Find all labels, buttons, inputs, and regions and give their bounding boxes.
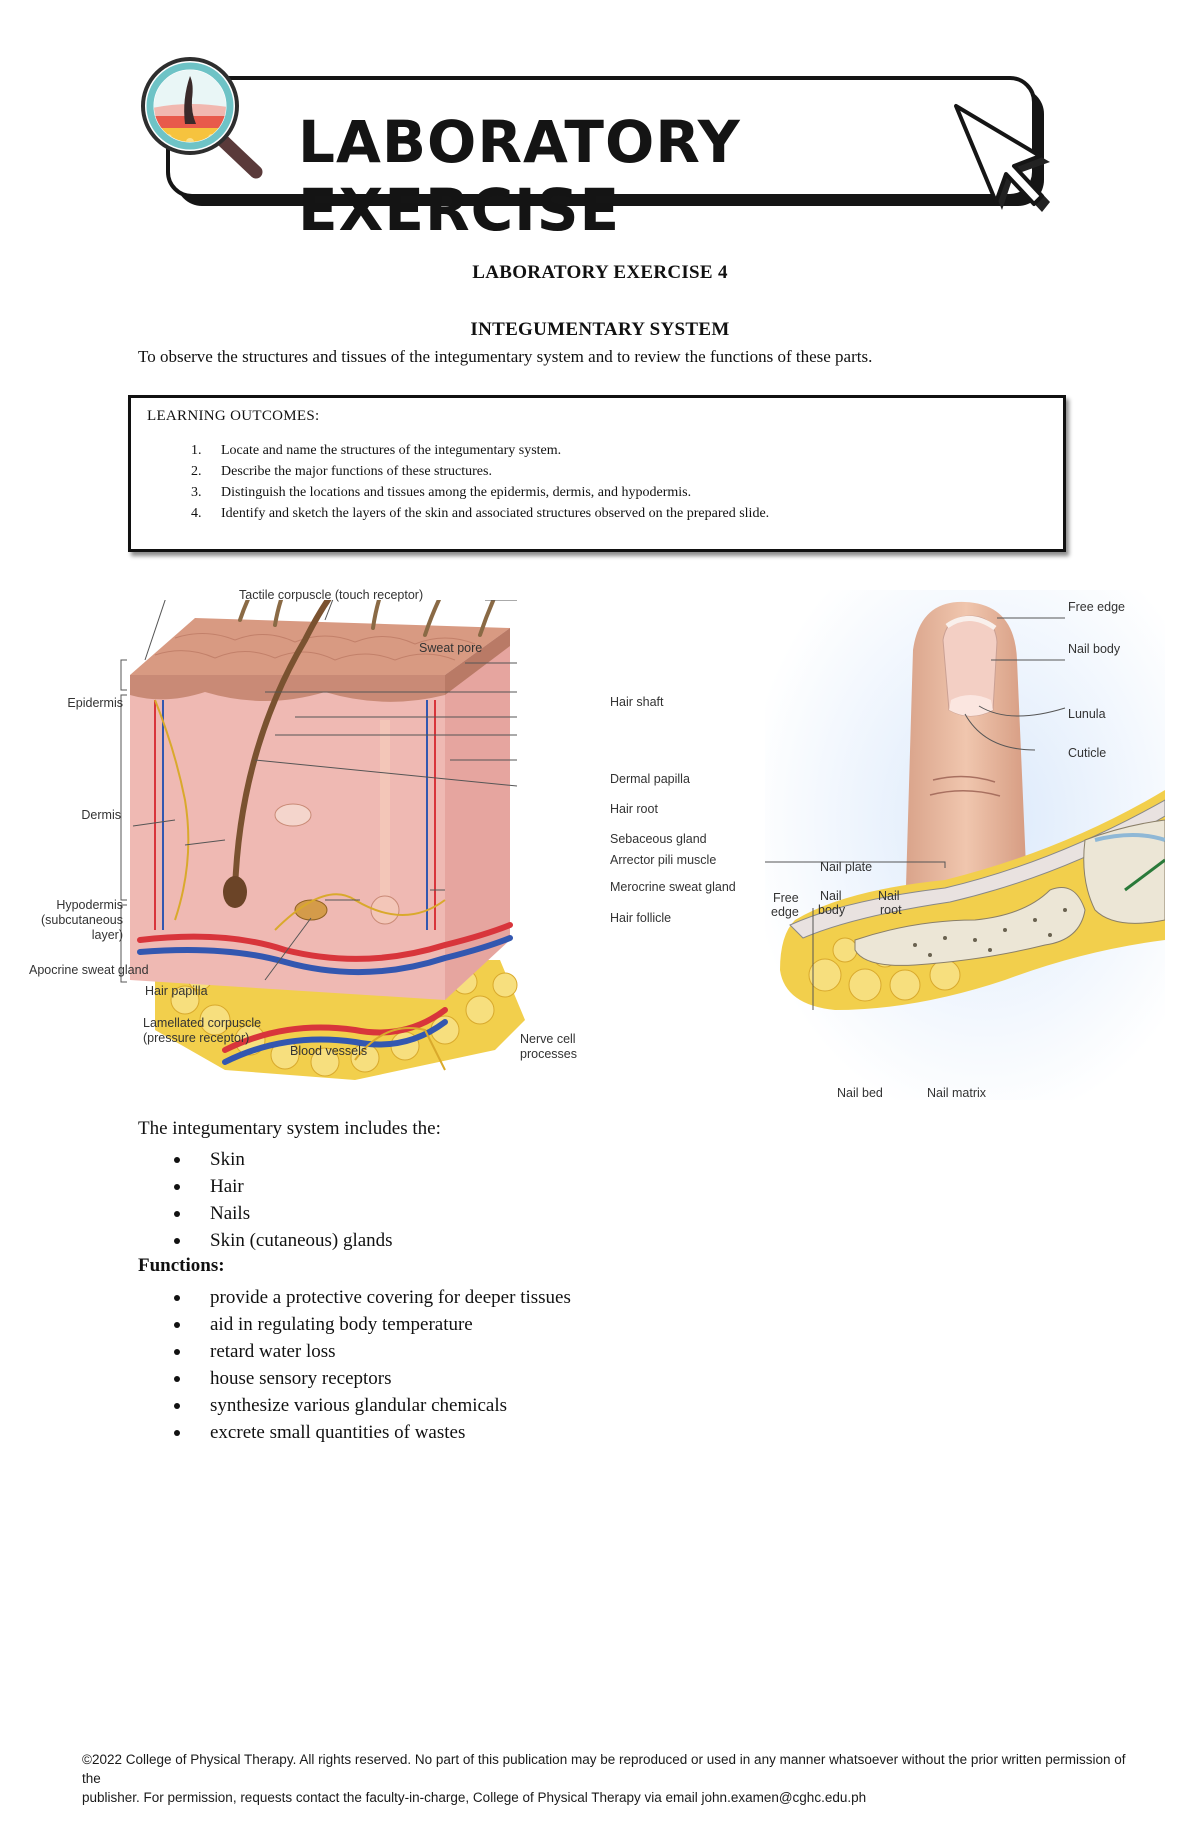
label-nail-body-section: Nail [820, 889, 842, 903]
includes-list: Skin Hair Nails Skin (cutaneous) glands [170, 1146, 393, 1254]
list-item: 4. Identify and sketch the layers of the … [151, 503, 769, 524]
label-nail-root-2: root [880, 903, 902, 917]
copyright-footer: ©2022 College of Physical Therapy. All r… [82, 1750, 1142, 1807]
learning-outcomes-box: LEARNING OUTCOMES: 1. Locate and name the… [128, 395, 1066, 552]
label-merocrine-sweat-gland: Merocrine sweat gland [610, 880, 736, 894]
nail-anatomy-illustration [634, 590, 1166, 1100]
list-item: 1. Locate and name the structures of the … [151, 440, 769, 461]
banner-frame [166, 76, 1050, 212]
label-nail-plate: Nail plate [820, 860, 873, 874]
cursor-icon [954, 104, 1050, 212]
label-lunula: Lunula [1068, 707, 1106, 721]
list-item: 3. Distinguish the locations and tissues … [151, 482, 769, 503]
label-nail-matrix: Nail matrix [927, 1086, 987, 1100]
list-item: excrete small quantities of wastes [170, 1419, 571, 1446]
label-epidermis: Epidermis [67, 696, 123, 710]
learning-outcomes-heading: LEARNING OUTCOMES: [147, 408, 320, 424]
label-nail-root: Nail [878, 889, 900, 903]
label-apocrine-sweat-gland: Apocrine sweat gland [29, 963, 149, 977]
functions-heading: Functions: [138, 1255, 225, 1276]
label-arrector-pili: Arrector pili muscle [610, 853, 717, 867]
list-item: Skin (cutaneous) glands [170, 1227, 393, 1254]
footer-line-1: ©2022 College of Physical Therapy. All r… [82, 1752, 1126, 1786]
list-item: retard water loss [170, 1338, 571, 1365]
label-hypodermis: Hypodermis [56, 898, 123, 912]
footer-line-2: publisher. For permission, requests cont… [82, 1790, 867, 1805]
list-item: synthesize various glandular chemicals [170, 1392, 571, 1419]
item-text: Identify and sketch the layers of the sk… [221, 506, 770, 521]
learning-outcomes-list: 1. Locate and name the structures of the … [151, 440, 769, 524]
label-nail-bed: Nail bed [837, 1086, 883, 1100]
label-nail-body-section-2: body [818, 903, 846, 917]
item-number: 3. [191, 485, 202, 500]
includes-heading: The integumentary system includes the: [138, 1118, 441, 1139]
item-text: Distinguish the locations and tissues am… [221, 485, 692, 500]
item-number: 2. [191, 464, 202, 479]
item-text: Locate and name the structures of the in… [221, 443, 562, 458]
list-item: Skin [170, 1146, 393, 1173]
list-item: aid in regulating body temperature [170, 1311, 571, 1338]
header-banner: LABORATORY EXERCISE [141, 57, 1050, 244]
skin-cross-section-figure: Tactile corpuscle (touch receptor) Sweat… [25, 531, 765, 1085]
label-pressure-receptor: (pressure receptor) [143, 1031, 250, 1045]
label-hair-shaft: Hair shaft [610, 695, 664, 709]
banner-title: LABORATORY EXERCISE [298, 108, 741, 244]
label-nerve-cell: Nerve cell [520, 1032, 576, 1046]
label-nail-body: Nail body [1068, 642, 1121, 656]
list-item: provide a protective covering for deeper… [170, 1284, 571, 1311]
list-item: 2. Describe the major functions of these … [151, 461, 769, 482]
nail-anatomy-figure: Free edge Nail body Lunula Cuticle Nail … [634, 590, 1166, 1100]
label-hair-follicle: Hair follicle [610, 911, 672, 925]
label-dermis: Dermis [81, 808, 121, 822]
intro-text: To observe the structures and tissues of… [138, 347, 873, 366]
list-item: house sensory receptors [170, 1365, 571, 1392]
label-lamellated-corpuscle: Lamellated corpuscle [143, 1016, 262, 1030]
label-blood-vessels: Blood vessels [290, 1044, 368, 1058]
label-free-edge-section: Free [773, 891, 799, 905]
magnifier-skin-icon [141, 57, 263, 179]
label-hypodermis-sub: (subcutaneous [40, 913, 123, 927]
label-hypodermis-layer: layer) [91, 928, 123, 942]
label-dermal-papilla: Dermal papilla [610, 772, 690, 786]
label-sebaceous-gland: Sebaceous gland [610, 832, 707, 846]
label-sweat-pore: Sweat pore [419, 641, 483, 655]
label-free-edge-section-2: edge [771, 905, 799, 919]
label-nerve-processes: processes [520, 1047, 577, 1061]
item-number: 1. [191, 443, 202, 458]
topic-title: INTEGUMENTARY SYSTEM [470, 319, 730, 340]
label-cuticle: Cuticle [1068, 746, 1107, 760]
label-hair-root: Hair root [610, 802, 658, 816]
item-number: 4. [191, 506, 202, 521]
list-item: Nails [170, 1200, 393, 1227]
list-item: Hair [170, 1173, 393, 1200]
label-tactile-corpuscle: Tactile corpuscle (touch receptor) [239, 588, 424, 602]
item-text: Describe the major functions of these st… [221, 464, 492, 479]
exercise-title: LABORATORY EXERCISE 4 [472, 262, 728, 283]
label-free-edge: Free edge [1068, 600, 1125, 614]
functions-list: provide a protective covering for deeper… [170, 1284, 571, 1446]
label-hair-papilla: Hair papilla [145, 984, 208, 998]
skin-cross-section-illustration [120, 531, 525, 1080]
